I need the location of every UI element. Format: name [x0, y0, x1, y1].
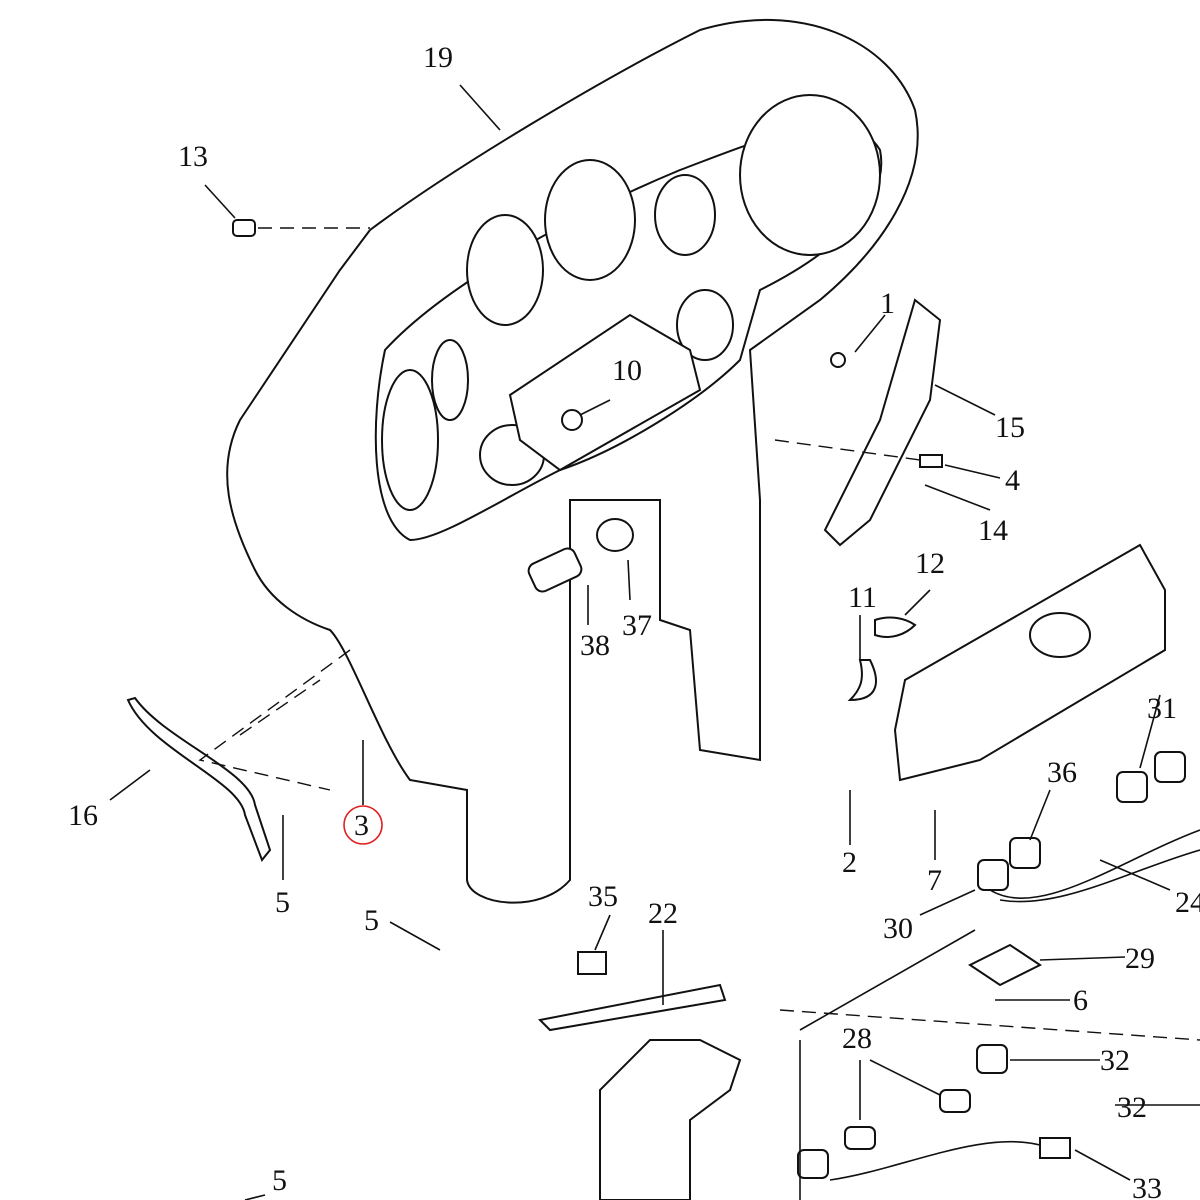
part-4-screw: [919, 454, 943, 468]
callout-3[interactable]: 3: [354, 809, 369, 842]
callout-37: 37: [622, 609, 652, 642]
switch: [797, 1149, 829, 1179]
gauge-opening: [544, 159, 636, 281]
callout-31: 31: [1147, 692, 1177, 725]
switch-housing-center: [1029, 612, 1091, 658]
radio-opening: [508, 313, 702, 472]
callout-38: 38: [580, 629, 610, 662]
part-32-switch: [976, 1044, 1008, 1074]
callout-35: 35: [588, 880, 618, 913]
callout-19: 19: [423, 41, 453, 74]
callout-29: 29: [1125, 942, 1155, 975]
gauge-opening: [654, 174, 716, 256]
gauge-opening: [676, 289, 734, 361]
callout-36: 36: [1047, 756, 1077, 789]
gauge-opening: [466, 214, 544, 326]
callout-1: 1: [880, 287, 895, 320]
part-38-socket: [527, 547, 583, 593]
callout-32b: 32: [1117, 1091, 1147, 1124]
callout-11: 11: [848, 581, 877, 614]
callout-10: 10: [612, 354, 642, 387]
gauge-opening: [381, 369, 439, 511]
part-31-switch: [1116, 771, 1148, 803]
callout-2: 2: [842, 846, 857, 879]
part-22-bracket: [537, 983, 727, 1032]
callout-30: 30: [883, 912, 913, 945]
part-31-switch: [1154, 751, 1186, 783]
callout-28: 28: [842, 1022, 872, 1055]
part-16-seal: [126, 696, 272, 862]
callout-32: 32: [1100, 1044, 1130, 1077]
part-12-cover: [874, 616, 917, 638]
callout-15: 15: [995, 411, 1025, 444]
part-1-pushpin: [830, 352, 846, 368]
part-29-plate: [968, 943, 1042, 987]
callout-33: 33: [1132, 1172, 1162, 1200]
callout-4: 4: [1005, 464, 1020, 497]
callout-5b: 5: [364, 904, 379, 937]
callout-5c: 5: [272, 1164, 287, 1197]
callout-12: 12: [915, 547, 945, 580]
callout-7: 7: [927, 864, 942, 897]
part-30-switch: [977, 859, 1009, 891]
part-13-insert: [232, 219, 256, 237]
callout-13: 13: [178, 140, 208, 173]
grommet: [561, 409, 583, 431]
mount-bracket: [599, 1039, 742, 1200]
part-35-clip: [577, 951, 607, 975]
part-28-cap: [844, 1126, 876, 1150]
leader-4: [774, 439, 921, 461]
part-24-harness: [989, 829, 1200, 903]
gauge-opening: [431, 339, 469, 421]
part-28-cap: [939, 1089, 971, 1113]
assembly-dashes: [198, 649, 1200, 1041]
part-11-clip: [847, 659, 877, 702]
callout-24: 24: [1175, 886, 1200, 919]
highlight-circle: [343, 805, 383, 845]
part-33-connector: [1039, 1137, 1071, 1159]
switch-housing: [893, 543, 1166, 782]
part-36-switch: [1009, 837, 1041, 869]
callout-6: 6: [1073, 984, 1088, 1017]
part-37-plug: [596, 518, 634, 552]
callout-22: 22: [648, 897, 678, 930]
leader-lines: [109, 84, 1200, 1200]
part-15-trim: [823, 298, 942, 547]
callout-14: 14: [978, 514, 1008, 547]
callout-16: 16: [68, 799, 98, 832]
callout-5: 5: [275, 886, 290, 919]
gauge-opening-large: [739, 94, 881, 256]
